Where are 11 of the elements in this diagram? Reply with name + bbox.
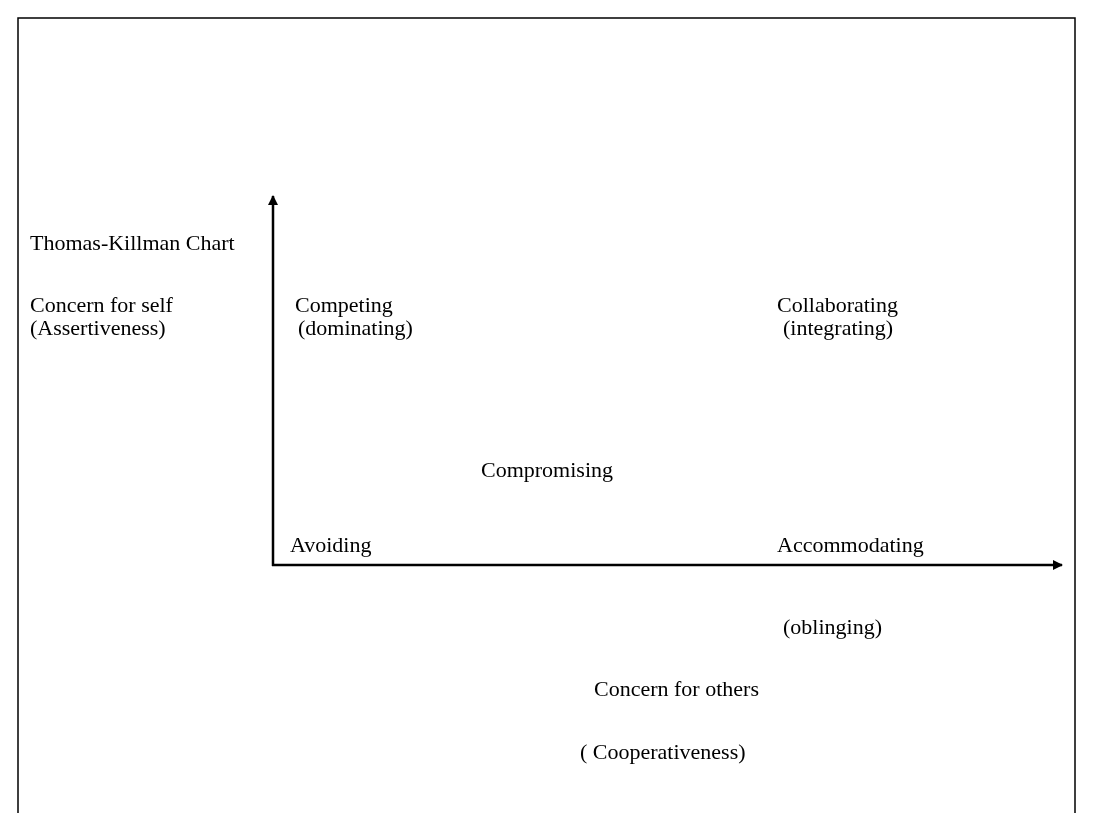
quadrant-label: Compromising <box>481 457 613 483</box>
quadrant-label: Avoiding <box>290 532 372 558</box>
axis-label: Concern for self <box>30 292 173 318</box>
quadrant-label: Competing <box>295 292 393 318</box>
quadrant-label: (oblinging) <box>783 614 882 640</box>
axis-label: Concern for others <box>594 676 759 702</box>
quadrant-label: Collaborating <box>777 292 898 318</box>
chart-title: Thomas-Killman Chart <box>30 230 235 256</box>
quadrant-label: Accommodating <box>777 532 924 558</box>
axis-label: ( Cooperativeness) <box>580 739 746 765</box>
axis-label: (Assertiveness) <box>30 315 166 341</box>
